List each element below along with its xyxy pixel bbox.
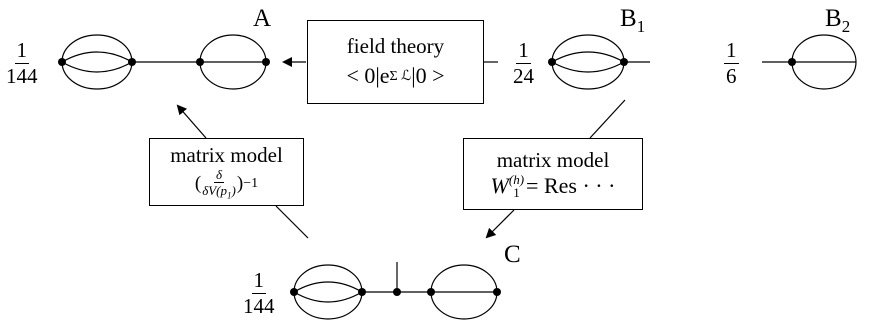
arrow-matrix-right [485,99,626,239]
matrix-model-right-box: matrix model W (h) 1 = Res · · · [463,138,643,210]
label-a: A [253,5,272,32]
matrix-model-right-title: matrix model [496,147,610,172]
matrix-model-right-formula: W (h) 1 = Res · · · [490,172,616,201]
diagram-b1 [551,34,650,90]
matrix-model-left-title: matrix model [170,142,283,167]
label-b1: B1 [620,5,646,36]
diagram-a [61,34,267,90]
arrow-matrix-left [176,104,309,239]
label-c: C [504,241,521,268]
diagram-b2 [762,34,857,90]
label-b2: B2 [825,5,851,36]
vertices [58,58,796,296]
field-theory-title: field theory [346,33,445,58]
